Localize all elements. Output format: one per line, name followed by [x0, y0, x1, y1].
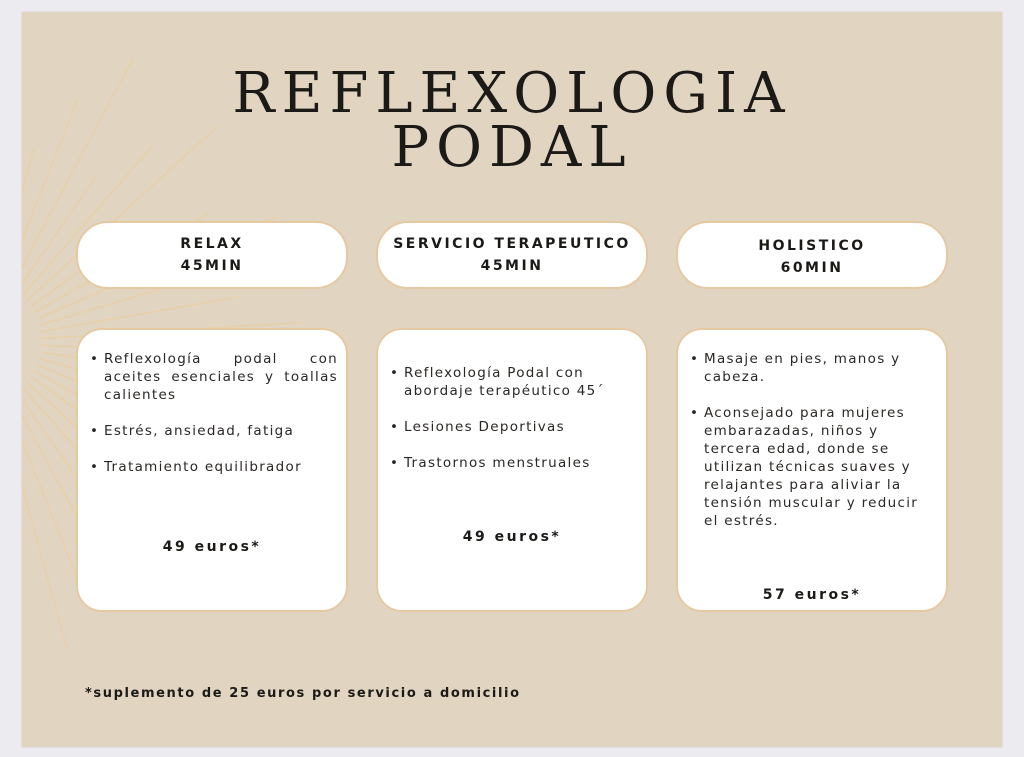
service-header-terapeutico: SERVICIO TERAPEUTICO 45MIN	[376, 221, 648, 289]
sunburst-ray	[22, 483, 69, 651]
sunburst-ray	[22, 99, 78, 243]
sunburst-ray	[22, 439, 81, 584]
list-item: Tratamiento equilibrador	[90, 458, 338, 476]
price: 57 euros*	[762, 587, 862, 603]
service-details-terapeutico: Reflexología Podal con abordaje terapéut…	[376, 328, 648, 612]
sunburst-ray	[22, 148, 35, 196]
sunburst-ray	[39, 284, 174, 326]
sunburst-ray	[25, 125, 219, 303]
sunburst-ray	[22, 59, 133, 269]
list-item: Aconsejado para mujeres embarazadas, niñ…	[690, 404, 938, 530]
list-item: Masaje en pies, manos y cabeza.	[690, 350, 938, 386]
service-header-holistico: HOLISTICO 60MIN	[676, 221, 948, 289]
price: 49 euros*	[162, 539, 262, 555]
service-name: SERVICIO TERAPEUTICO	[393, 236, 631, 252]
list-item: Reflexología podal con aceites esenciale…	[90, 350, 338, 404]
service-duration: 45MIN	[180, 258, 244, 274]
footnote: *suplemento de 25 euros por servicio a d…	[85, 686, 521, 701]
service-details-holistico: Masaje en pies, manos y cabeza. Aconseja…	[676, 328, 948, 612]
sunburst-ray	[22, 176, 96, 286]
service-duration: 60MIN	[780, 260, 844, 276]
sunburst-ray	[22, 145, 154, 298]
service-details-relax: Reflexología podal con aceites esenciale…	[76, 328, 348, 612]
sunburst-ray	[40, 296, 239, 333]
list-item: Lesiones Deportivas	[390, 418, 638, 436]
list-item: Estrés, ansiedad, fatiga	[90, 422, 338, 440]
service-name: RELAX	[180, 236, 244, 252]
title-line-2: PODAL	[391, 115, 633, 180]
title-line-1: REFLEXOLOGIA	[232, 61, 792, 126]
price: 49 euros*	[462, 529, 562, 545]
service-name: HOLISTICO	[758, 238, 866, 254]
service-duration: 45MIN	[480, 258, 544, 274]
flyer-page: REFLEXOLOGIA PODAL RELAX 45MIN SERVICIO …	[22, 12, 1002, 747]
list-item: Trastornos menstruales	[390, 454, 638, 472]
list-item: Reflexología Podal con abordaje terapéut…	[390, 364, 638, 400]
sunburst-ray	[22, 414, 79, 519]
service-header-relax: RELAX 45MIN	[76, 221, 348, 289]
